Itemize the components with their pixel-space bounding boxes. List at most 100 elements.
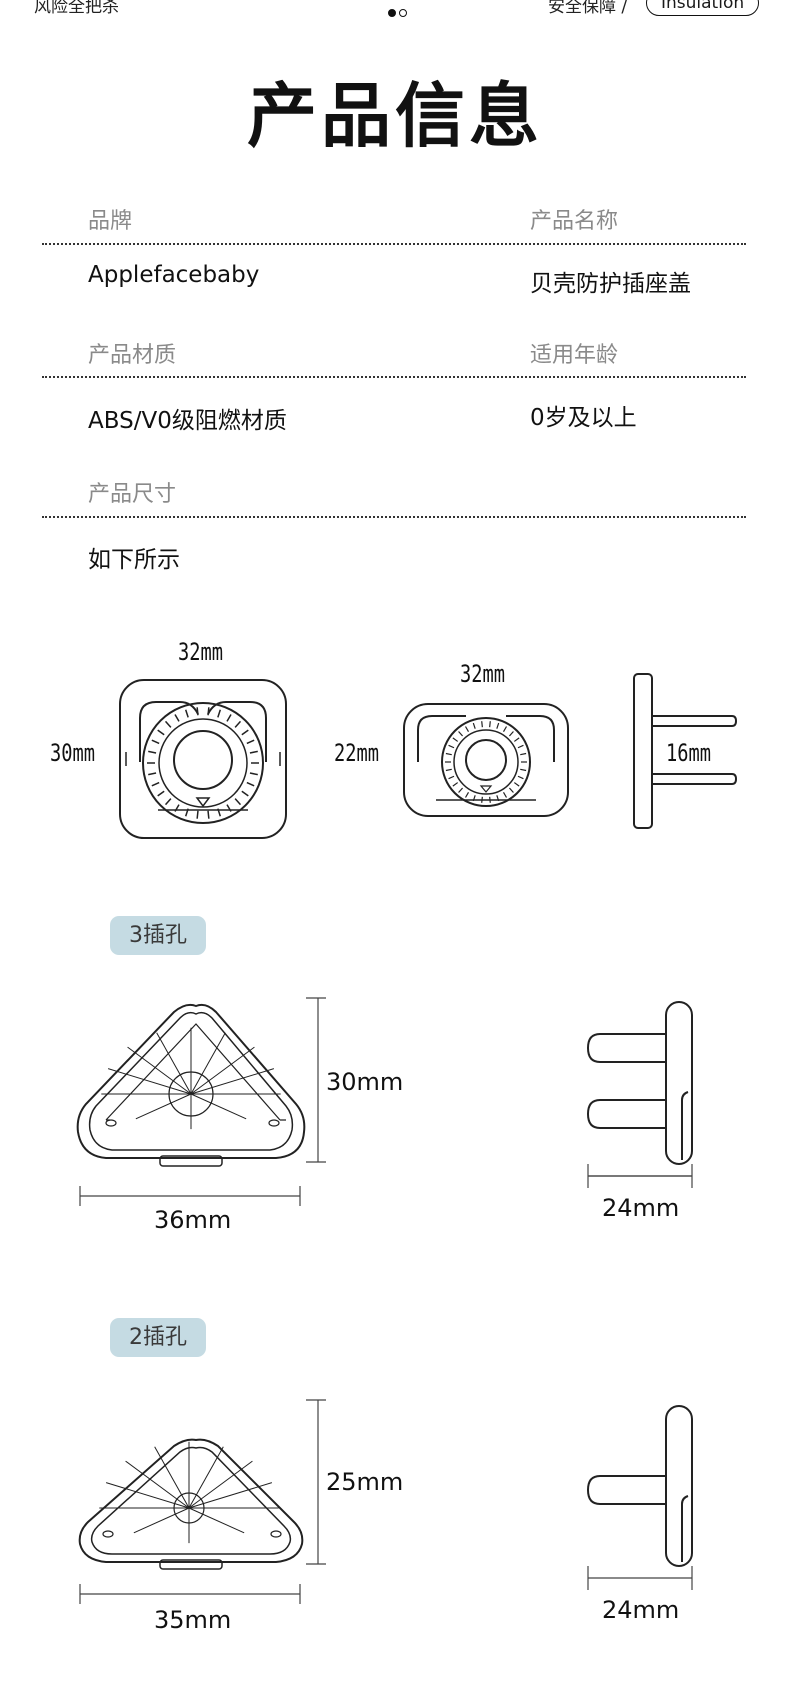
large-shell-cover-diagram	[119, 679, 287, 839]
dial-tick-mark	[241, 790, 249, 797]
dial-tick-mark	[489, 721, 491, 728]
brand-value: Applefacebaby	[88, 262, 260, 288]
three-hole-side-width-label: 24mm	[602, 1194, 680, 1222]
cover-spoke-line	[188, 1446, 224, 1509]
cover-spoke-line	[127, 1046, 192, 1095]
dial-tick-mark	[249, 772, 258, 776]
dial-tick-mark	[157, 790, 165, 797]
dial-tick-mark	[174, 714, 180, 722]
cover-spoke-line	[190, 1032, 226, 1095]
page-title: 产品信息	[247, 75, 543, 157]
dial-tick-mark	[508, 731, 514, 737]
two-hole-side-width-label: 24mm	[602, 1596, 680, 1624]
dial-tick-mark	[241, 729, 249, 736]
side-depth-label: 16mm	[666, 739, 712, 767]
product-name-value: 贝壳防护插座盖	[530, 271, 691, 297]
cover-spoke-line	[133, 1507, 190, 1534]
dial-tick-mark	[452, 782, 459, 787]
three-hole-side-width-dimension-line	[587, 1164, 693, 1188]
two-hole-badge: 2插孔	[110, 1318, 206, 1357]
size-label: 产品尺寸	[88, 482, 177, 507]
age-label: 适用年龄	[530, 343, 619, 368]
small-shell-width-label: 32mm	[460, 660, 506, 688]
dial-tick-mark	[148, 772, 157, 776]
dial-tick-mark	[196, 810, 199, 819]
dial-tick-mark	[164, 720, 172, 728]
dial-tick-mark	[496, 722, 500, 729]
material-value: ABS/V0级阻燃材质	[88, 408, 287, 434]
age-value: 0岁及以上	[530, 405, 637, 431]
dial-tick-mark	[464, 792, 470, 798]
dial-tick-mark	[217, 709, 222, 718]
material-label: 产品材质	[88, 343, 177, 368]
cover-spoke-line	[188, 1460, 253, 1509]
dial-tick-mark	[246, 739, 255, 745]
dial-tick-mark	[207, 707, 210, 716]
two-hole-width-dimension-line	[79, 1584, 301, 1604]
pager-dot	[399, 9, 407, 17]
three-hole-badge: 3插孔	[110, 916, 206, 955]
dial-tick-mark	[458, 731, 464, 737]
cover-spoke-line	[188, 1507, 245, 1534]
divider	[42, 516, 746, 518]
two-hole-cover-front-diagram	[78, 1438, 304, 1570]
dial-tick-mark	[207, 810, 210, 819]
dial-tick-mark	[445, 752, 452, 756]
dial-tick-mark	[458, 787, 464, 793]
dial-tick-mark	[502, 792, 508, 798]
large-shell-height-label: 30mm	[50, 739, 96, 767]
brand-label: 品牌	[88, 209, 133, 234]
dial-tick-mark	[517, 775, 524, 780]
divider	[42, 243, 746, 245]
small-shell-cover-diagram	[403, 703, 569, 817]
three-hole-width-label: 36mm	[154, 1206, 232, 1234]
dial-tick-mark	[448, 744, 455, 749]
three-hole-height-label: 30mm	[326, 1068, 404, 1096]
small-shell-height-label: 22mm	[334, 739, 380, 767]
dial-tick-mark	[151, 781, 160, 787]
two-hole-width-label: 35mm	[154, 1606, 232, 1634]
pager-dots	[388, 2, 410, 21]
two-hole-cover-side-diagram	[586, 1405, 693, 1567]
large-shell-width-label: 32mm	[178, 638, 224, 666]
pager-dot-active	[388, 9, 396, 17]
top-right-text: 安全保障 /	[548, 0, 628, 17]
three-hole-width-dimension-line	[79, 1186, 301, 1206]
cover-spoke-line	[190, 1046, 255, 1095]
dial-tick-mark	[448, 775, 455, 780]
three-hole-cover-side-diagram	[586, 1001, 693, 1177]
dial-tick-mark	[234, 798, 242, 806]
dial-tick-mark	[472, 722, 476, 729]
two-hole-side-width-dimension-line	[587, 1566, 693, 1590]
cover-spoke-line	[107, 1068, 192, 1095]
cover-spoke-line	[190, 1093, 247, 1120]
dial-tick-mark	[508, 787, 514, 793]
dial-tick-mark	[520, 752, 527, 756]
three-hole-cover-front-diagram	[76, 1003, 306, 1167]
dial-tick-mark	[196, 707, 199, 716]
dial-tick-mark	[184, 709, 189, 718]
dial-tick-mark	[148, 750, 157, 754]
size-value: 如下所示	[88, 547, 180, 573]
two-hole-height-label: 25mm	[326, 1468, 404, 1496]
dial-tick-mark	[502, 726, 508, 732]
dial-tick-mark	[445, 768, 452, 772]
dial-tick-mark	[234, 720, 242, 728]
dial-tick-mark	[513, 737, 520, 742]
divider	[42, 376, 746, 378]
dial-tick-mark	[481, 721, 483, 728]
top-left-text: 风险全把杀	[34, 0, 119, 17]
dial-tick-mark	[249, 750, 258, 754]
two-hole-height-dimension-line	[306, 1399, 326, 1565]
three-hole-height-dimension-line	[306, 997, 326, 1163]
dial-tick-mark	[452, 737, 459, 742]
dial-tick-mark	[226, 714, 232, 722]
cover-spoke-line	[125, 1460, 190, 1509]
dial-tick-mark	[157, 729, 165, 736]
cover-spoke-line	[190, 1068, 275, 1095]
dial-tick-mark	[513, 782, 520, 787]
dial-tick-mark	[151, 739, 160, 745]
product-name-label: 产品名称	[530, 209, 619, 234]
dial-tick-mark	[164, 798, 172, 806]
cover-spoke-line	[156, 1032, 192, 1095]
